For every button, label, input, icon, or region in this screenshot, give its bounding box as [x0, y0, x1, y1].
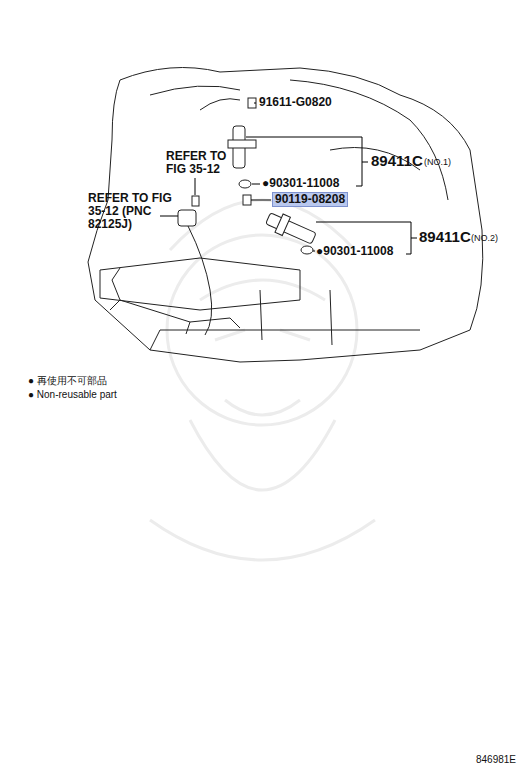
legend-note: ● Non-reusable part — [28, 389, 117, 400]
part-number: 89411C — [419, 229, 471, 246]
part-number: ●90301-11008 — [262, 177, 339, 190]
part-number: 89411C — [371, 153, 423, 170]
part-number: 91611-G0820 — [259, 96, 332, 109]
reference-note: REFER TO FIG 35-12 — [166, 150, 242, 176]
part-number: ●90301-11008 — [316, 245, 393, 258]
legend-note: ● 再使用不可部品 — [28, 375, 107, 386]
figure-code: 846981E — [476, 754, 516, 765]
reference-note: REFER TO FIG 35-12 (PNC 82125J) — [88, 192, 180, 232]
sensor-number: (NO.2) — [471, 234, 498, 244]
sensor-number: (NO.1) — [424, 158, 451, 168]
part-number: 90119-08208 — [273, 193, 347, 206]
